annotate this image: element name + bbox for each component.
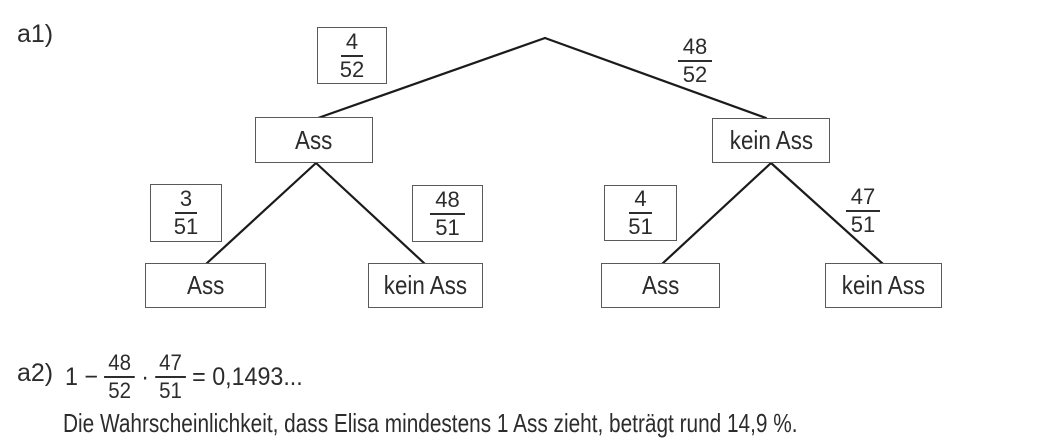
probability-box-4-52: 4 52 [317,27,387,84]
fraction-numerator: 47 [155,352,186,378]
probability-label-47-51: 47 51 [838,186,888,237]
probability-box-3-51: 3 51 [150,184,222,242]
equation-fraction-48-52: 48 52 [104,352,135,403]
node-label: kein Ass [841,270,926,300]
fraction-numerator: 48 [430,188,465,215]
node-stage2-keinass-ass: Ass [601,263,720,308]
node-stage2-ass-kein-ass: kein Ass [368,263,483,308]
tree-edge [543,36,768,120]
fraction-numerator: 48 [677,36,713,62]
node-stage1-kein-ass: kein Ass [712,118,830,163]
part-a2-label: a2) [17,359,54,387]
equation-lead: 1 − [65,362,98,391]
tree-edge [316,36,547,120]
fraction-denominator: 52 [108,378,131,403]
fraction-denominator: 51 [435,214,460,240]
equation-fraction-47-51: 47 51 [155,352,186,403]
equation-multiplication-dot: · [141,362,149,391]
fraction-denominator: 51 [628,214,653,239]
fraction-denominator: 52 [682,62,708,87]
node-stage2-ass-ass: Ass [145,263,266,308]
tree-edge [660,161,773,266]
tree-edge [204,161,318,266]
probability-box-48-51: 48 51 [412,185,483,242]
equation-result: = 0,1493... [192,362,303,391]
node-stage2-keinass-kein-ass: kein Ass [825,263,942,308]
probability-label-48-52: 48 52 [667,36,723,86]
node-label: Ass [295,124,333,155]
fraction-numerator: 4 [629,188,652,214]
a2-equation: 1 − 48 52 · 47 51 = 0,1493... [65,352,303,402]
node-stage1-ass: Ass [255,117,373,163]
fraction-denominator: 51 [159,378,182,403]
a2-conclusion-text: Die Wahrscheinlichkeit, dass Elisa minde… [63,408,798,438]
probability-box-4-51: 4 51 [604,185,677,241]
node-label: Ass [641,270,680,300]
node-label: kein Ass [729,125,813,155]
node-label: kein Ass [383,270,468,300]
fraction-numerator: 3 [174,188,198,214]
fraction-numerator: 47 [845,186,881,212]
fraction-numerator: 4 [340,30,364,57]
fraction-denominator: 52 [339,56,365,82]
fraction-numerator: 48 [104,352,135,378]
part-a1-label: a1) [17,20,54,48]
tree-edge [314,161,427,266]
fraction-denominator: 51 [850,212,876,237]
tree-edge [769,161,885,266]
fraction-denominator: 51 [173,214,199,239]
node-label: Ass [186,270,225,300]
